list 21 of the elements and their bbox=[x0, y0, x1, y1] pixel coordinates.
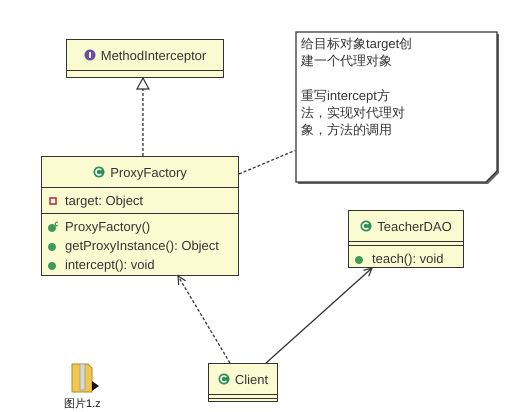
class-box bbox=[66, 39, 224, 78]
class-box bbox=[208, 363, 278, 402]
class-name: ProxyFactory bbox=[110, 164, 187, 180]
method-text: teach(): void bbox=[372, 251, 444, 266]
field-text: target: Object bbox=[65, 193, 144, 208]
class-name: Client bbox=[234, 372, 268, 386]
method-text: ProxyFactory() bbox=[65, 219, 150, 234]
note-text: 重写intercept方法，实现对代理对象，方法的调用 bbox=[300, 87, 406, 139]
file-name: 图片1.z bbox=[64, 397, 101, 411]
method-text: intercept(): void bbox=[65, 257, 155, 272]
method-text: getProxyInstance(): Object bbox=[65, 238, 219, 253]
note-link bbox=[238, 150, 296, 175]
class-name: TeacherDAO bbox=[377, 218, 452, 234]
class-box bbox=[41, 156, 239, 276]
class-name: MethodInterceptor bbox=[100, 48, 206, 62]
realization-arrow bbox=[136, 77, 150, 156]
dependency-arrow bbox=[177, 275, 231, 364]
note-text: 给目标对象target创建一个代理对象 bbox=[300, 35, 414, 70]
note-box bbox=[295, 31, 498, 183]
dependency-arrow bbox=[266, 267, 373, 364]
class-box bbox=[348, 210, 464, 268]
